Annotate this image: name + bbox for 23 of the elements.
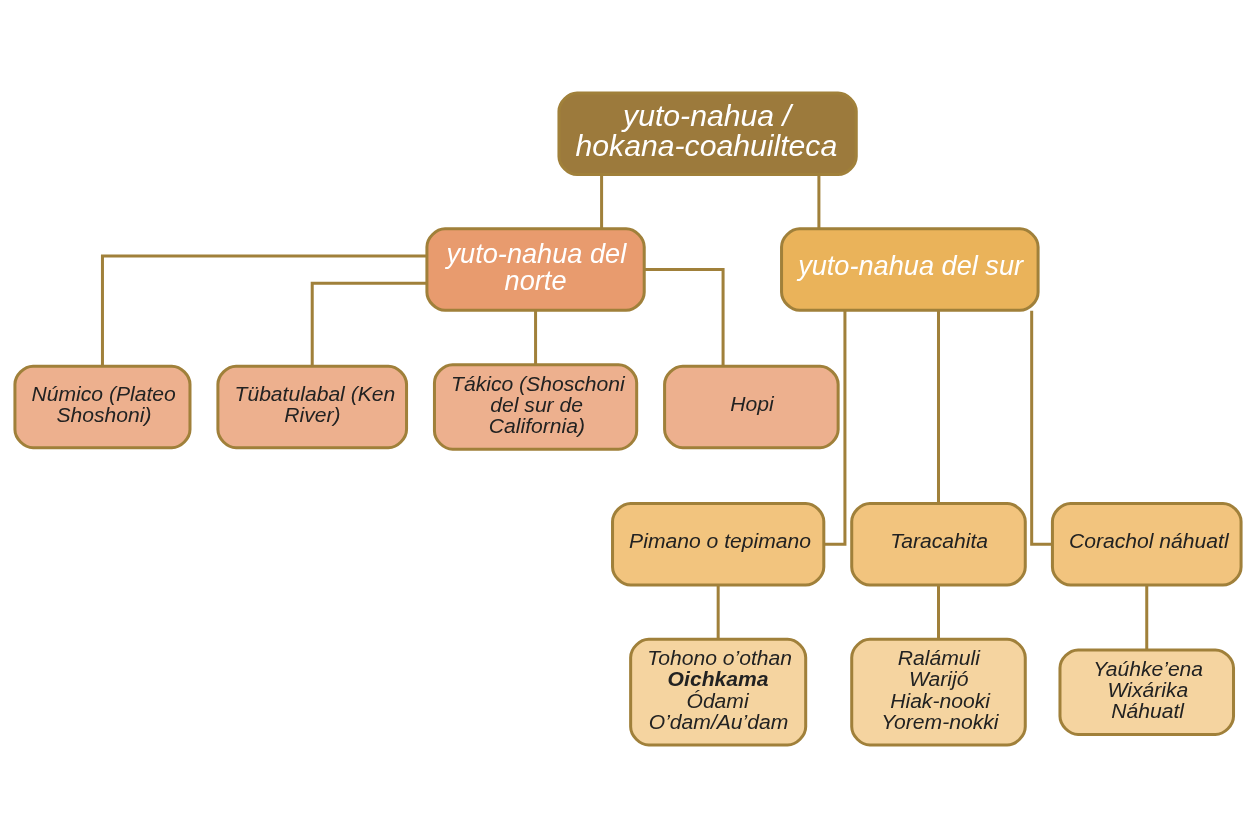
node-box: Taracahita (850, 502, 1027, 587)
node-box: Hopi (663, 364, 840, 450)
node-box: yuto-nahua del sur (780, 227, 1040, 312)
node-box: yuto-nahua del norte (425, 227, 646, 312)
connector (600, 174, 604, 229)
connector (817, 174, 821, 229)
connector (937, 585, 940, 640)
node-box: Corachol náhuatl (1050, 502, 1243, 587)
connector (716, 585, 720, 640)
connector (937, 310, 940, 504)
node-box: Tákico (Shoschoni del sur de California) (432, 363, 639, 451)
node-box: Tübatulabal (Ken River) (216, 364, 409, 450)
node-box: yuto-nahua / hokana-coahuilteca (557, 91, 858, 177)
node-box: Númico (Plateo Shoshoni) (13, 364, 192, 450)
connector (644, 268, 725, 366)
node-box: Pimano o tepimano (611, 502, 826, 587)
connector (1145, 585, 1149, 650)
connector (534, 310, 538, 365)
node-box: Ralámuli Warijó Hiak-nooki Yorem-nokki (850, 637, 1027, 747)
connector (310, 281, 427, 366)
connector (100, 254, 427, 367)
node-box: Yaúhke’ena Wixárika Náhuatl (1058, 648, 1236, 736)
node-box: Tohono o’othan Oichkama Ódami O’dam/Au’dam (629, 637, 808, 747)
